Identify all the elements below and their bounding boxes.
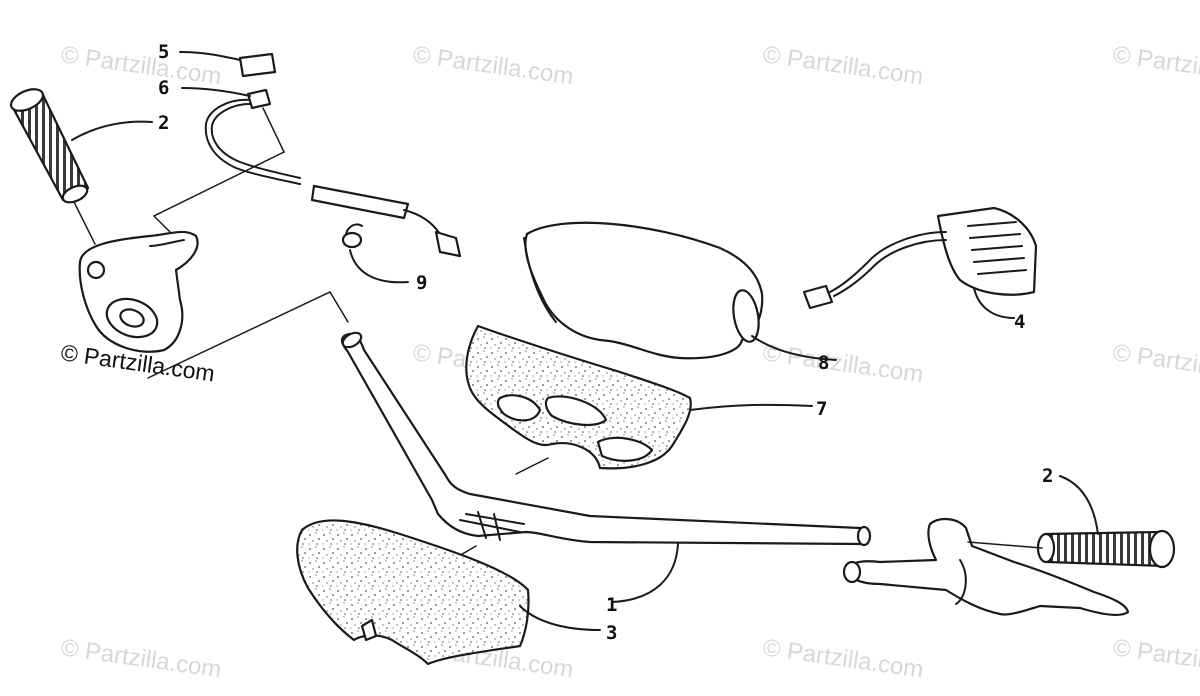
part-2-grip-left[interactable]: [8, 85, 90, 206]
leader-lines: [71, 51, 1099, 631]
brake-assembly-right[interactable]: [842, 518, 1130, 617]
part-6-harness[interactable]: [204, 88, 462, 258]
callout-9: 9: [416, 272, 427, 294]
part-4-heater-element[interactable]: [802, 206, 1038, 310]
assembly-line: [73, 201, 96, 245]
callout-8: 8: [818, 352, 829, 374]
watermark: © Partzilla.com: [761, 41, 925, 90]
callout-6: 6: [158, 77, 169, 99]
watermark: © Partzilla.com: [761, 339, 925, 388]
part-3-pad-lower[interactable]: [296, 519, 530, 666]
assembly-line: [152, 151, 285, 233]
callout-3: 3: [606, 622, 617, 644]
watermark: © Partzilla.com: [1111, 41, 1200, 90]
callout-2: 2: [1042, 465, 1053, 487]
callouts: 5 6 2 9 4 8 7 2 1 3: [158, 41, 1053, 644]
part-8-pad-cover[interactable]: [523, 221, 764, 360]
assembly-line: [147, 291, 349, 379]
watermark: © Partzilla.com: [1111, 634, 1200, 683]
assembly-line: [515, 457, 549, 475]
part-2-grip-right[interactable]: [1036, 529, 1176, 569]
callout-4: 4: [1014, 311, 1025, 333]
throttle-housing-left[interactable]: [78, 230, 199, 353]
callout-5: 5: [158, 41, 169, 63]
watermark: © Partzilla.com: [1111, 339, 1200, 388]
callout-1: 1: [606, 594, 617, 616]
watermark: © Partzilla.com: [411, 41, 575, 90]
assembly-line: [967, 541, 1043, 549]
callout-7: 7: [816, 398, 827, 420]
watermark: © Partzilla.com: [761, 634, 925, 683]
part-7-pad-foam[interactable]: [465, 324, 692, 470]
part-1-handlebar[interactable]: [340, 330, 872, 547]
watermark: © Partzilla.com: [59, 41, 223, 90]
part-5-decal[interactable]: [238, 52, 277, 78]
watermark: © Partzilla.com: [59, 634, 223, 683]
assembly-line: [262, 107, 285, 153]
part-9-clip[interactable]: [341, 223, 363, 249]
callout-2: 2: [158, 112, 169, 134]
